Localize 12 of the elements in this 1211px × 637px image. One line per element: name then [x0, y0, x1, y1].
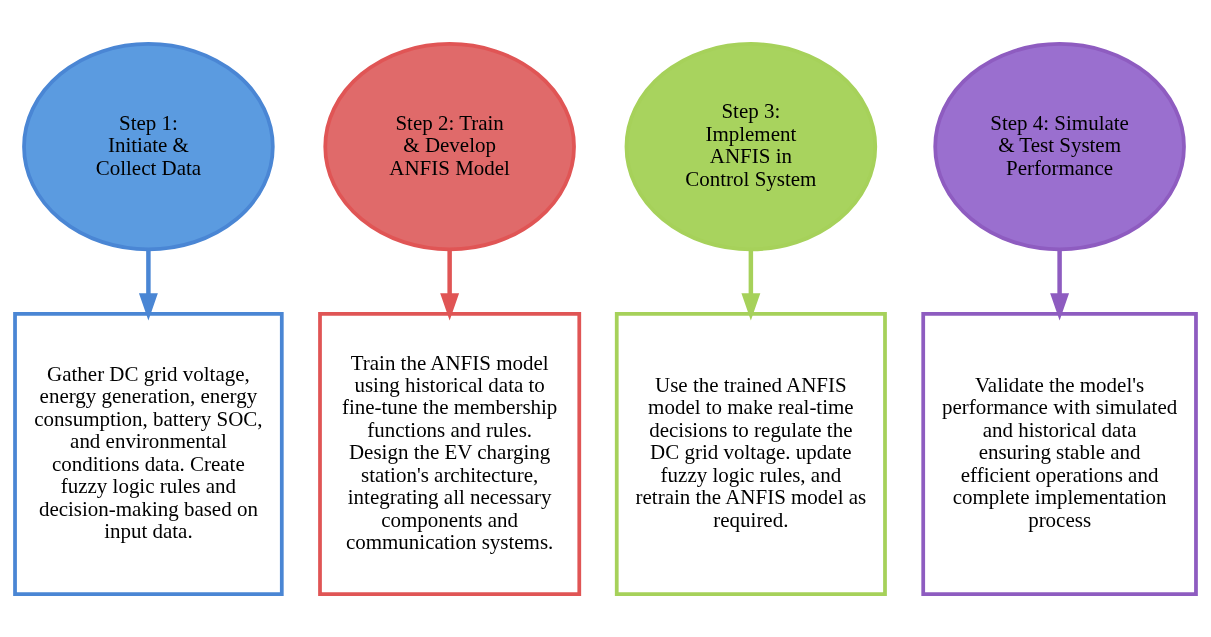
- node-ellipse: Step 1: Initiate & Collect Data: [22, 41, 275, 251]
- node-box: Use the trained ANFIS model to make real-time decisions to regulate the DC grid voltage. update fuzzy logic rules, and retrain the ANFIS model as required.: [614, 311, 887, 596]
- node-box: Validate the model's performance with simulated and historical data ensuring stable and efficient operations and complete implementation process: [921, 311, 1198, 596]
- arrow: [1050, 248, 1070, 320]
- node-box: Gather DC grid voltage, energy generation, energy consumption, battery SOC, and environmental conditions data. Create fuzzy logic rules and decision-making based on input data.: [13, 311, 284, 596]
- node-ellipse: Step 3: Implement ANFIS in Control System: [624, 41, 878, 251]
- arrow: [440, 248, 460, 320]
- arrow: [138, 248, 158, 320]
- node-ellipse: Step 2: Train & Develop ANFIS Model: [323, 41, 576, 251]
- node-box: Train the ANFIS model using historical data to fine-tune the membership functions and rules. Design the EV charging station's architecture, integrating all necessary components and communication systems.: [318, 311, 582, 596]
- node-ellipse: Step 4: Simulate & Test System Performance: [933, 41, 1186, 251]
- arrow: [741, 248, 761, 320]
